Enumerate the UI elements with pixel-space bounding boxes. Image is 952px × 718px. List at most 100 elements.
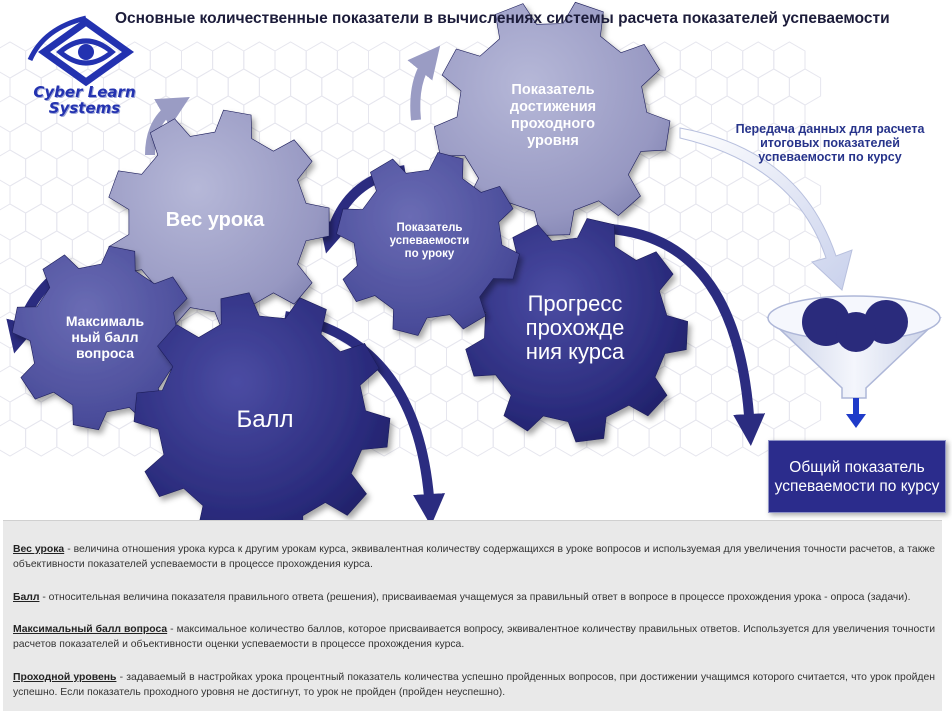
hexagon-cell bbox=[695, 338, 728, 376]
hexagon-cell bbox=[25, 149, 58, 187]
definition-text: - максимальное количество баллов, которо… bbox=[13, 624, 935, 650]
funnel-icon bbox=[766, 295, 942, 428]
hexagon-cell bbox=[71, 230, 104, 268]
gear-label-uspevaemost-uroka: Показатель успеваемости по уроку bbox=[389, 221, 470, 260]
hexagon-cell bbox=[679, 149, 712, 187]
hexagon-cell bbox=[87, 149, 120, 187]
hexagon-cell bbox=[103, 122, 136, 160]
arrow-ves-up bbox=[145, 96, 190, 156]
hexagon-cell bbox=[274, 41, 307, 79]
hexagon-cell bbox=[742, 257, 775, 295]
hexagon-cell bbox=[336, 41, 369, 79]
hexagon-cell bbox=[0, 365, 27, 403]
hexagon-cell bbox=[87, 203, 120, 241]
gear-ves-uroka bbox=[108, 109, 330, 335]
hexagon-cell bbox=[71, 122, 104, 160]
hexagon-cell bbox=[0, 41, 27, 79]
page-title: Основные количественные показатели в выч… bbox=[115, 10, 890, 27]
definition-text: - величина отношения урока курса к други… bbox=[13, 544, 935, 570]
hexagon-cell bbox=[321, 284, 354, 322]
hexagon-cell bbox=[149, 41, 182, 79]
result-box: Общий показатель успеваемости по курсу bbox=[768, 440, 946, 513]
hexagon-cell bbox=[695, 230, 728, 268]
hexagon-cell bbox=[679, 203, 712, 241]
hexagon-cell bbox=[305, 149, 338, 187]
definition-term: Балл bbox=[13, 592, 40, 603]
hexagon-cell bbox=[383, 122, 416, 160]
hexagon-cell bbox=[711, 419, 744, 457]
arrow-progress-down bbox=[609, 224, 766, 446]
hexagon-cell bbox=[40, 176, 73, 214]
definition-text: - относительная величина показателя прав… bbox=[39, 592, 911, 603]
hexagon-cell bbox=[711, 365, 744, 403]
hexagon-cell bbox=[648, 419, 681, 457]
hexagon-cell bbox=[773, 41, 806, 79]
hexagon-cell bbox=[0, 257, 27, 295]
hexagon-cell bbox=[56, 149, 89, 187]
hexagon-cell bbox=[352, 122, 385, 160]
hexagon-cell bbox=[0, 419, 27, 457]
transfer-note: Передача данных для расчета итоговых пок… bbox=[735, 122, 925, 164]
hexagon-cell bbox=[414, 392, 447, 430]
hexagon-cell bbox=[695, 68, 728, 106]
hexagon-cell bbox=[788, 392, 822, 430]
hexagon-cell bbox=[258, 68, 292, 106]
hexagon-cell bbox=[679, 95, 712, 133]
hexagon-cell bbox=[321, 68, 354, 106]
hexagon-cell bbox=[711, 41, 744, 79]
definitions-panel: Вес урока - величина отношения урока кур… bbox=[3, 520, 942, 711]
hexagon-cell bbox=[165, 68, 198, 106]
arrow-to-funnel bbox=[679, 127, 853, 291]
hexagon-cell bbox=[477, 392, 510, 430]
hexagon-cell bbox=[414, 338, 447, 376]
hexagon-cell bbox=[726, 68, 759, 106]
hexagon-cell bbox=[40, 122, 73, 160]
hexagon-cell bbox=[679, 365, 712, 403]
hexagon-cell bbox=[368, 41, 401, 79]
hexagon-cell bbox=[9, 230, 42, 268]
hexagon-cell bbox=[757, 392, 790, 430]
logo-line-1: Cyber Learn bbox=[33, 83, 136, 101]
hexagon-cell bbox=[773, 365, 806, 403]
hexagon-cell bbox=[742, 203, 775, 241]
gear-progress bbox=[465, 218, 689, 443]
hexagon-cell bbox=[679, 419, 712, 457]
hexagon-cell bbox=[757, 230, 790, 268]
hexagon-cell bbox=[788, 68, 822, 106]
hexagon-cell bbox=[726, 230, 759, 268]
hexagon-cell bbox=[56, 203, 89, 241]
hexagon-cell bbox=[243, 41, 276, 79]
hexagon-cell bbox=[695, 176, 728, 214]
hexagon-cell bbox=[336, 95, 369, 133]
gear-uspevaemost-uroka bbox=[336, 152, 520, 336]
hexagon-cell bbox=[71, 176, 104, 214]
gear-label-max-ball: Максималь ный балл вопроса bbox=[65, 313, 145, 361]
gear-label-progress: Прогресс прохожде ния курса bbox=[525, 291, 625, 364]
definition-term: Проходной уровень bbox=[13, 672, 117, 683]
definition-item: Вес урока - величина отношения урока кур… bbox=[13, 542, 935, 572]
hexagon-cell bbox=[430, 419, 463, 457]
hexagon-cell bbox=[305, 41, 338, 79]
gear-dostizhenie bbox=[433, 1, 671, 236]
hexagon-cell bbox=[664, 284, 697, 322]
gear-label-ball: Балл bbox=[236, 406, 294, 433]
hexagon-cell bbox=[181, 95, 214, 133]
gear-label-ves-uroka: Вес урока bbox=[165, 208, 265, 231]
hexagon-cell bbox=[446, 392, 479, 430]
hexagon-cell bbox=[773, 257, 806, 295]
hexagon-cell bbox=[711, 203, 744, 241]
hexagon-cell bbox=[461, 419, 494, 457]
hexagon-cell bbox=[25, 419, 58, 457]
definition-item: Балл - относительная величина показателя… bbox=[13, 590, 935, 605]
definition-term: Максимальный балл вопроса bbox=[13, 624, 168, 635]
hexagon-cell bbox=[664, 392, 697, 430]
definition-item: Максимальный балл вопроса - максимальное… bbox=[13, 622, 935, 652]
hexagon-cell bbox=[290, 68, 323, 106]
hexagon-cell bbox=[9, 122, 42, 160]
hexagon-cell bbox=[181, 41, 214, 79]
hexagon-cell bbox=[227, 68, 260, 106]
hexagon-cell bbox=[305, 257, 338, 295]
hexagon-cell bbox=[648, 149, 681, 187]
